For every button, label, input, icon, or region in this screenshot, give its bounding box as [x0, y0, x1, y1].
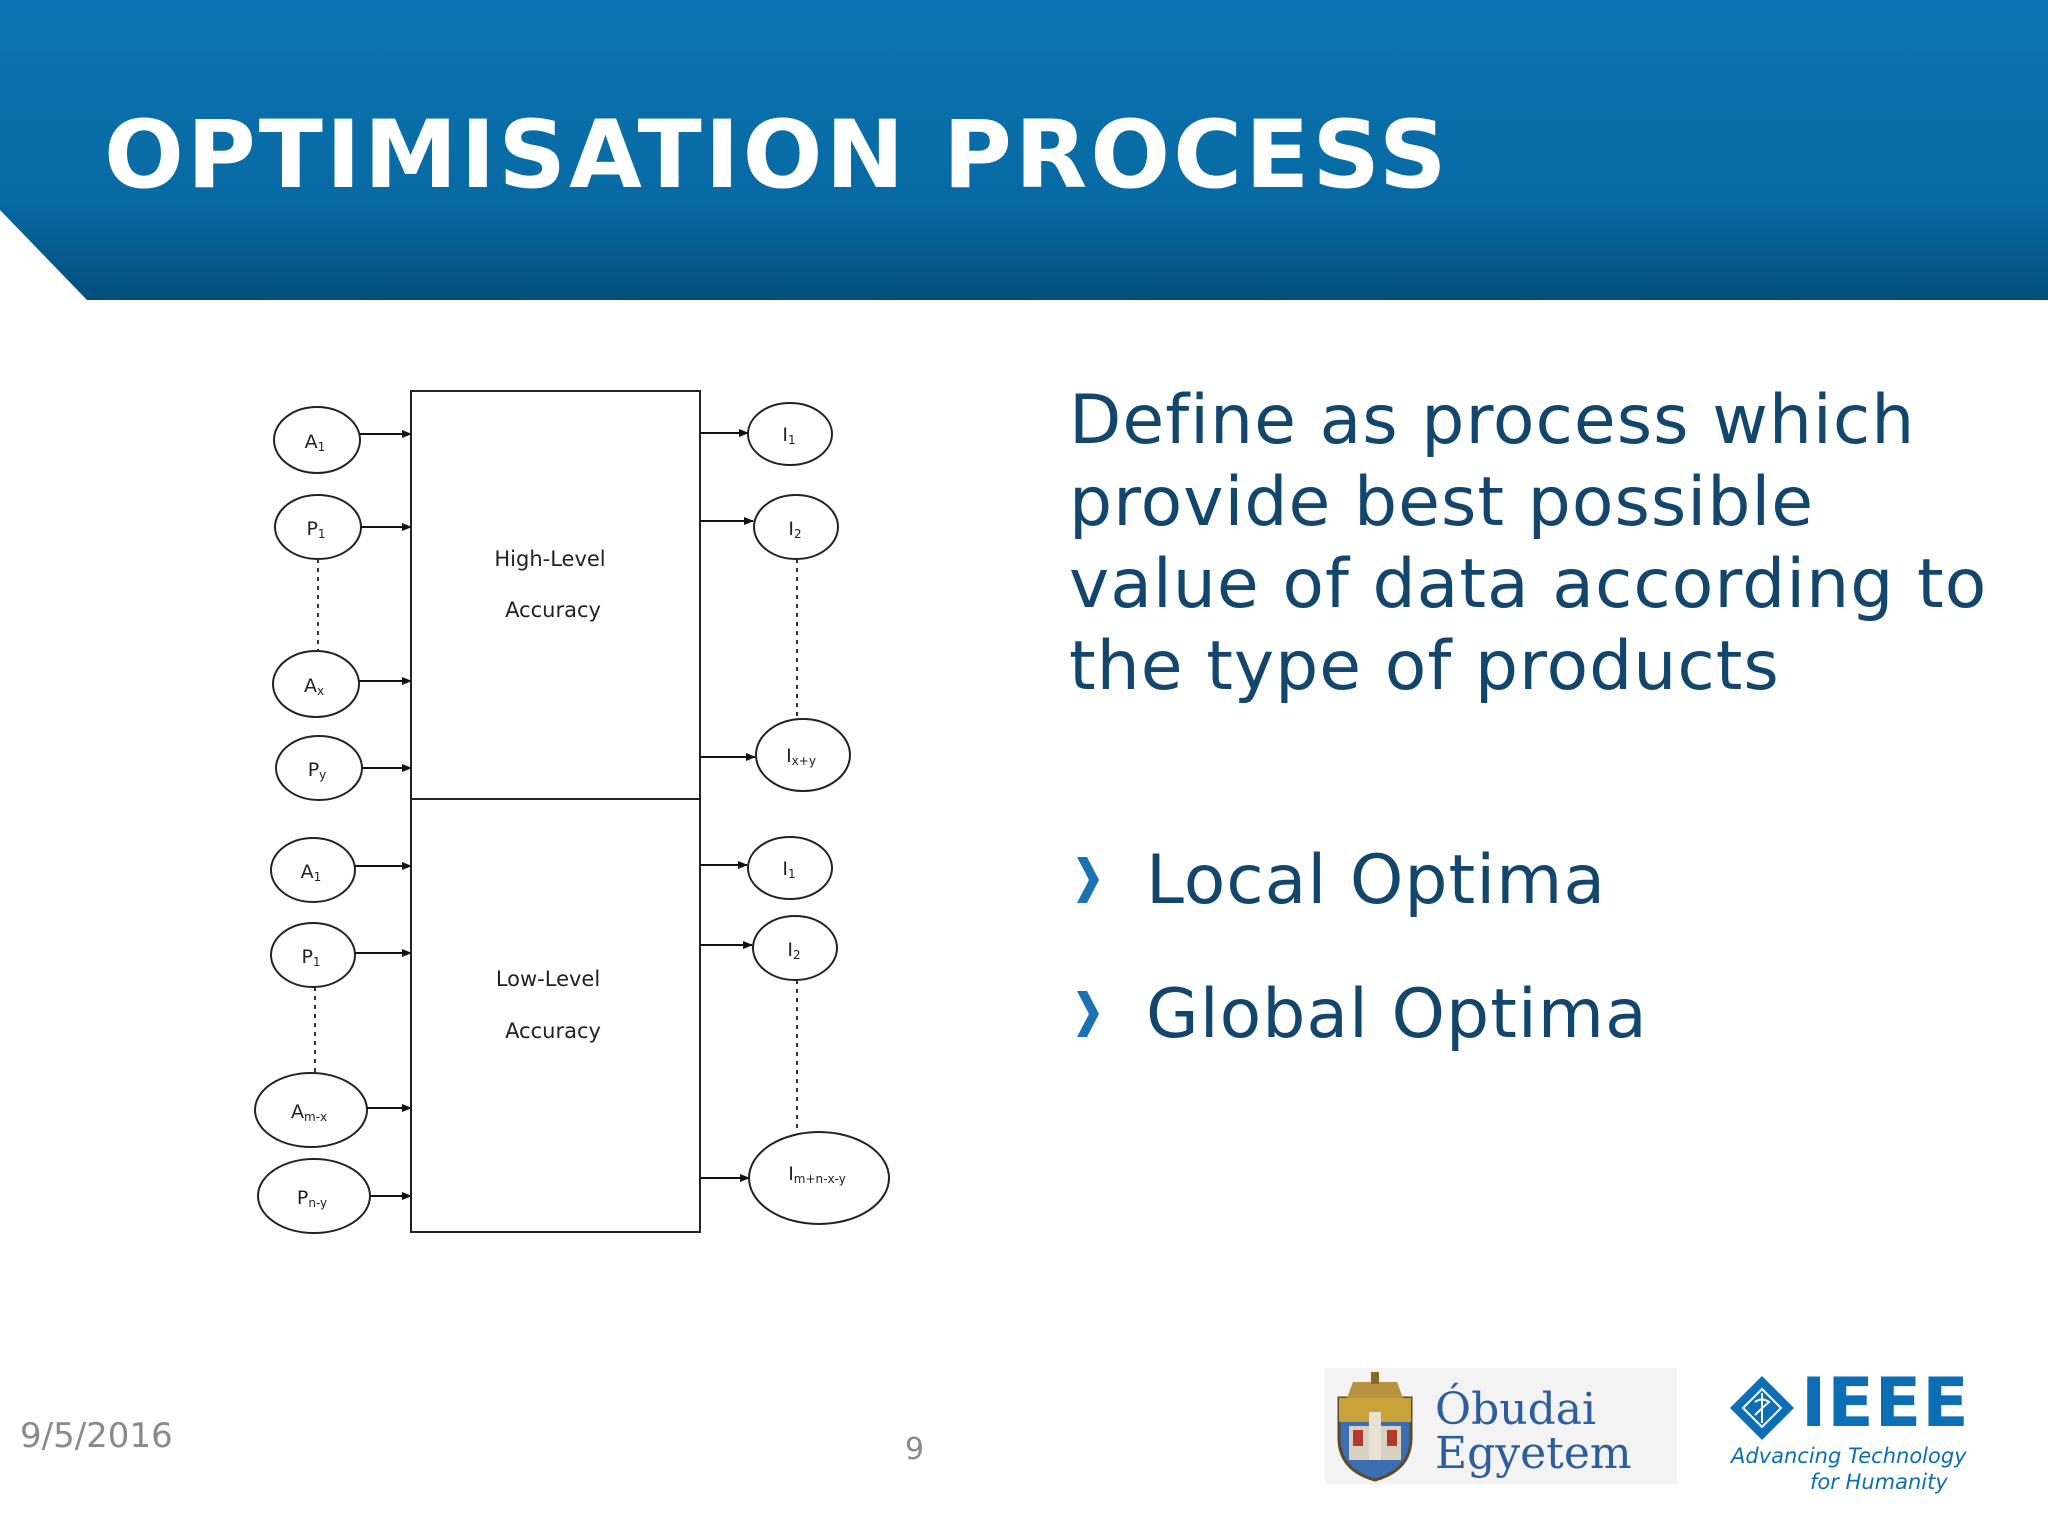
bullet-label: Local Optima [1146, 841, 1607, 920]
input-node: P1 [274, 494, 362, 560]
input-node: Py [275, 735, 363, 801]
svg-text:Im+n-x-y: Im+n-x-y [788, 1163, 846, 1186]
ieee-tagline-line2: for Humanity [1810, 1470, 1948, 1494]
ieee-logo: IEEE Advancing Technology for Humanity [1726, 1364, 1969, 1500]
svg-text:P1: P1 [306, 518, 325, 541]
page-number: 9 [905, 1432, 925, 1467]
obuda-line1: Óbudai [1435, 1384, 1597, 1435]
obuda-line2: Egyetem [1435, 1428, 1632, 1479]
input-node: Am-x [254, 1072, 368, 1148]
low-level-label-line1: Low-Level [496, 967, 600, 991]
svg-text:I1: I1 [782, 424, 795, 447]
svg-text:Ix+y: Ix+y [786, 745, 816, 768]
header-band [0, 0, 2048, 300]
high-level-label-line1: High-Level [494, 547, 605, 571]
svg-text:I1: I1 [782, 858, 795, 881]
svg-text:Am-x: Am-x [291, 1101, 327, 1124]
svg-text:A1: A1 [301, 861, 322, 884]
ieee-tagline-line1: Advancing Technology [1731, 1444, 1967, 1468]
output-node: I2 [753, 494, 839, 560]
chevron-right-icon [1077, 991, 1099, 1037]
svg-text:A1: A1 [305, 431, 326, 454]
output-node: Im+n-x-y [748, 1131, 890, 1225]
output-node: I1 [747, 402, 833, 466]
input-node: P1 [270, 922, 356, 988]
svg-text:Pn-y: Pn-y [297, 1187, 327, 1210]
output-node: I1 [747, 836, 833, 900]
definition-text: Define as process which provide best pos… [1069, 381, 1988, 706]
low-level-label-line2: Accuracy [505, 1019, 601, 1043]
svg-text:P1: P1 [301, 946, 320, 969]
slide-title: OPTIMISATION PROCESS [104, 101, 1450, 210]
svg-text:I2: I2 [788, 518, 801, 541]
svg-text:I2: I2 [787, 939, 800, 962]
high-level-label-line2: Accuracy [505, 598, 601, 622]
output-node: I2 [752, 915, 838, 981]
bullet-label: Global Optima [1146, 975, 1648, 1054]
output-node: Ix+y [755, 718, 851, 792]
ieee-diamond-icon [1730, 1376, 1794, 1440]
input-node: A1 [270, 837, 356, 903]
input-node: Pn-y [257, 1158, 371, 1234]
svg-text:Py: Py [308, 759, 327, 782]
optimisation-diagram: High-Level Accuracy Low-Level Accuracy A… [254, 390, 890, 1234]
input-node: Ax [272, 650, 360, 718]
obuda-logo: Óbudai Egyetem [1325, 1368, 1677, 1484]
high-level-block [410, 390, 701, 800]
ieee-wordmark: IEEE [1801, 1364, 1970, 1443]
slide-date: 9/5/2016 [20, 1416, 173, 1456]
obuda-crest-icon [1337, 1372, 1413, 1482]
low-level-block [410, 798, 701, 1233]
obuda-wordmark: Óbudai Egyetem [1435, 1388, 1632, 1476]
input-node: A1 [273, 406, 361, 474]
chevron-right-icon [1077, 857, 1099, 903]
svg-text:Ax: Ax [304, 675, 324, 698]
